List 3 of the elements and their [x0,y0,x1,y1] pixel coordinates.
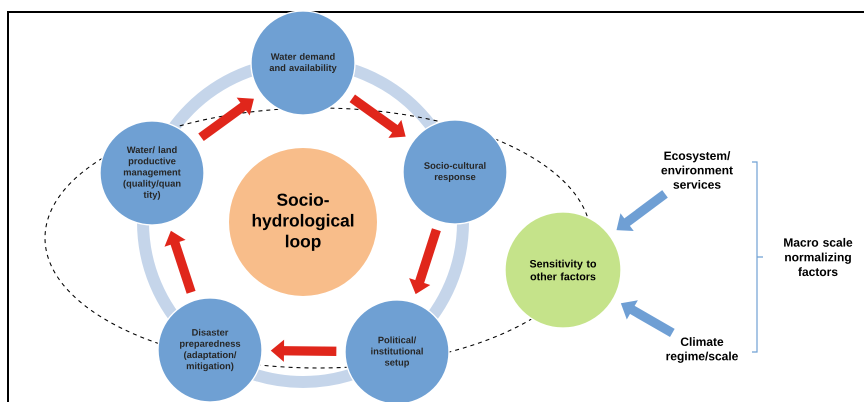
factor-text: Climate regime/scale [666,337,738,363]
factor-text: Ecosystem/ environment services [661,151,733,189]
side-label: Macro scale normalizing factors [784,238,852,276]
